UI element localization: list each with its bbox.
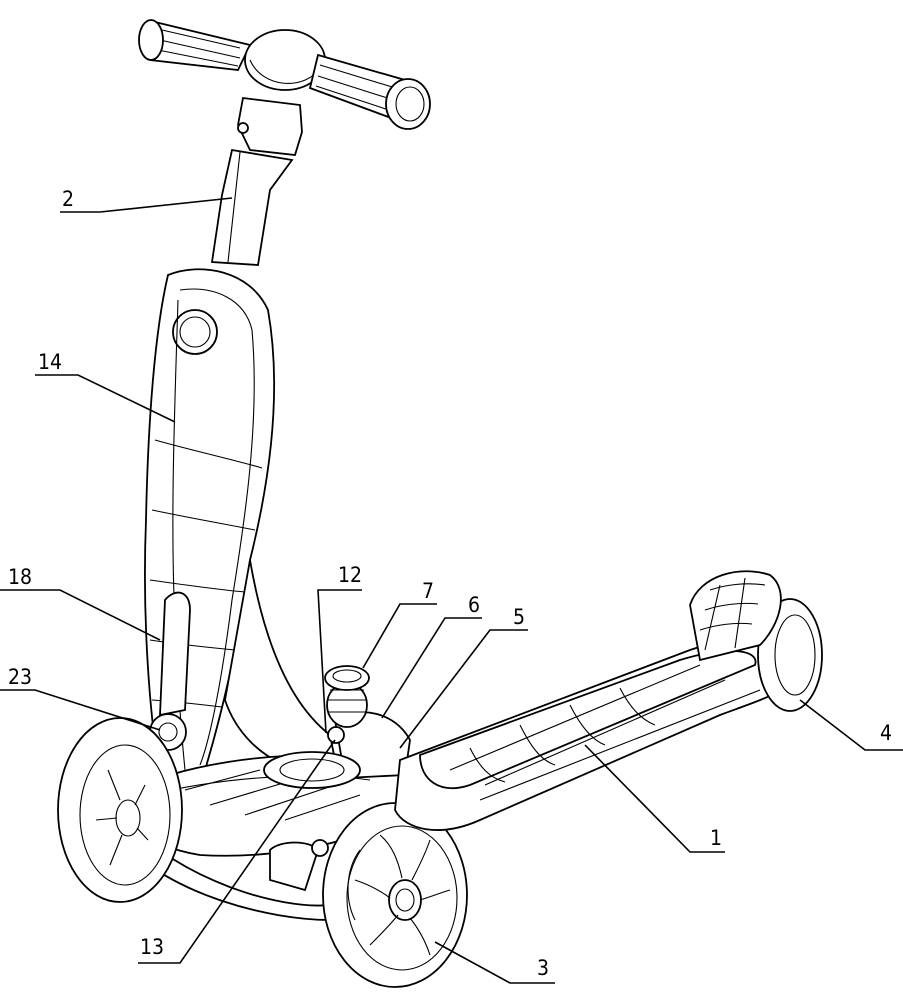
- leader-lines: [0, 197, 903, 984]
- leader-23: [0, 689, 161, 731]
- label-5: 5: [513, 605, 525, 629]
- label-1: 1: [710, 826, 722, 850]
- label-23: 23: [8, 665, 32, 689]
- leader-7: [362, 603, 437, 669]
- label-2: 2: [62, 187, 74, 211]
- rear-wheel: [689, 570, 823, 712]
- deck: [394, 636, 803, 831]
- leader-12: [317, 589, 362, 734]
- center-bracket: [263, 665, 411, 892]
- leader-13: [138, 739, 336, 964]
- label-18: 18: [8, 565, 32, 589]
- label-14: 14: [38, 350, 62, 374]
- leader-4: [799, 699, 903, 751]
- front-left-wheel: [57, 717, 183, 903]
- label-6: 6: [468, 593, 480, 617]
- label-12: 12: [338, 563, 362, 587]
- label-13: 13: [140, 935, 164, 959]
- leader-3: [434, 941, 555, 984]
- leader-14: [35, 374, 176, 423]
- leader-5: [399, 629, 528, 749]
- leader-6: [381, 617, 482, 719]
- label-4: 4: [880, 721, 892, 745]
- leader-18: [0, 589, 161, 641]
- leader-2: [60, 197, 233, 213]
- part-labels: 2 14 18 23 12 7 6 5 4 1 13 3: [8, 187, 892, 980]
- handlebar: [138, 19, 431, 130]
- leader-1: [584, 744, 725, 853]
- label-7: 7: [422, 579, 434, 603]
- label-3: 3: [537, 956, 549, 980]
- steering-stem: [210, 97, 303, 266]
